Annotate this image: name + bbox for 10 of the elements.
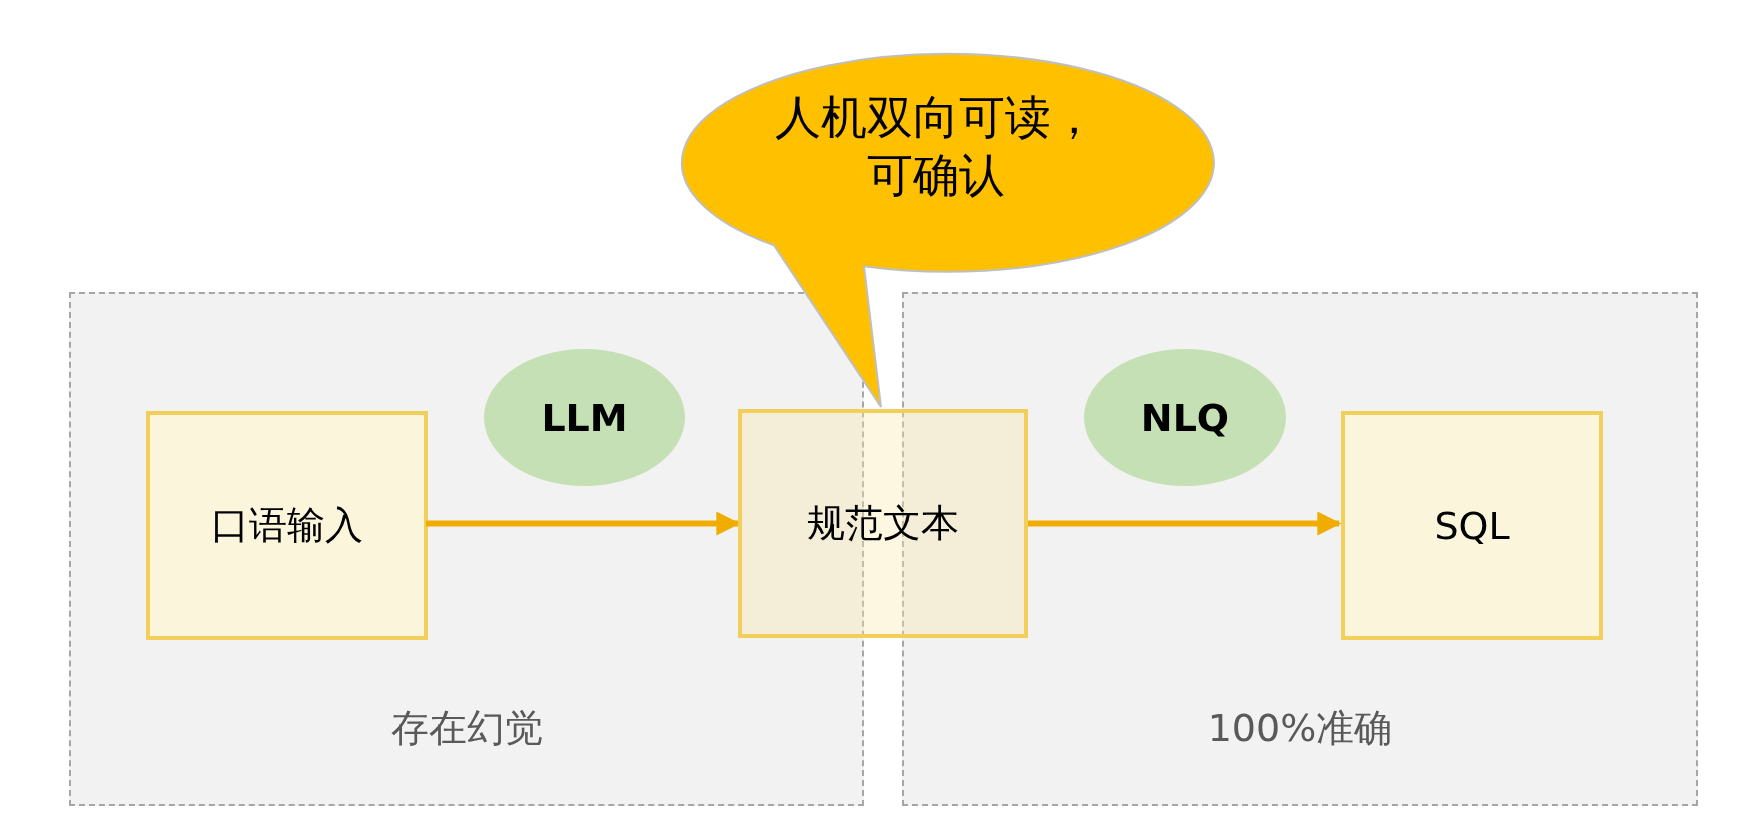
- node-label: NLQ: [1140, 395, 1230, 440]
- node-label: 人机双向可读，可确认: [774, 89, 1098, 204]
- arrow: [426, 511, 741, 536]
- panel-label: 100%准确: [1206, 705, 1394, 752]
- node-label: LLM: [541, 395, 628, 440]
- process-box: 规范文本: [738, 409, 1028, 638]
- panel-label: 存在幻觉: [389, 705, 544, 752]
- process-box: 口语输入: [146, 411, 428, 640]
- arrow: [1028, 511, 1342, 536]
- process-box: SQL: [1341, 411, 1603, 640]
